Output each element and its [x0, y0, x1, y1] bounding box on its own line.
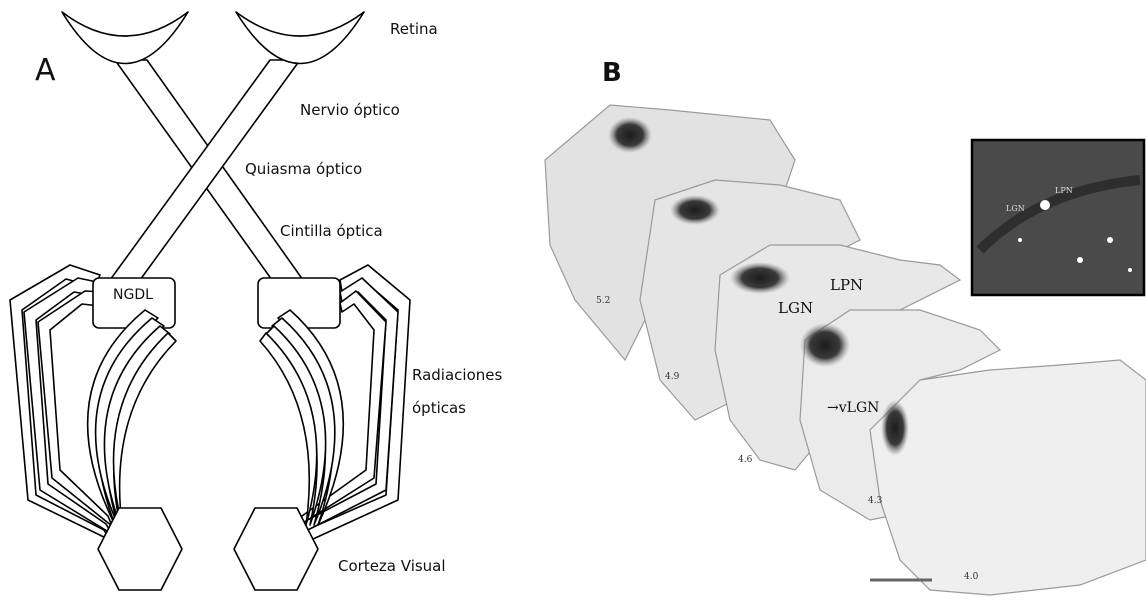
label-optic-tract: Cintilla óptica — [280, 222, 383, 240]
label-radiations-line-2: ópticas — [412, 399, 466, 417]
cortex-left-hexagon — [98, 508, 182, 590]
section-number-3: 4.6 — [738, 455, 752, 465]
panel-b-histology: B LPN LGN →vLGN LGN LPN 5.2 4.9 4.6 4.3 … — [520, 0, 1146, 601]
retina-right — [236, 12, 364, 64]
vlgn-label-text: vLGN — [839, 400, 880, 416]
section-number-1: 5.2 — [596, 296, 610, 306]
label-lpn: LPN — [830, 276, 863, 294]
label-visual-cortex: Corteza Visual — [338, 557, 446, 575]
inset-label-lgn: LGN — [1006, 204, 1025, 213]
inset-frame — [972, 140, 1144, 295]
section-number-5: 4.0 — [964, 572, 978, 582]
retina-left — [62, 12, 188, 64]
vlgn-arrow: → — [827, 400, 839, 416]
label-ngdl: NGDL — [113, 287, 153, 303]
visual-pathway-schematic — [0, 0, 520, 601]
label-radiations-line-1: Radiaciones — [412, 366, 502, 384]
label-retina: Retina — [390, 20, 438, 38]
inset-label-lpn: LPN — [1055, 186, 1073, 195]
panel-a-diagram: A Retina Nervio óptico Quiasma óptico Ci… — [0, 0, 520, 601]
label-optic-nerve: Nervio óptico — [300, 101, 400, 119]
section-number-2: 4.9 — [665, 372, 679, 382]
brain-sections-image — [520, 0, 1146, 601]
section-number-4: 4.3 — [868, 496, 882, 506]
panel-b-letter: B — [602, 58, 622, 88]
panel-a-letter: A — [35, 53, 56, 88]
section-4-0 — [870, 360, 1146, 595]
label-optic-chiasm: Quiasma óptico — [245, 160, 362, 178]
label-vlgn: →vLGN — [827, 400, 879, 416]
label-lgn: LGN — [778, 299, 813, 317]
